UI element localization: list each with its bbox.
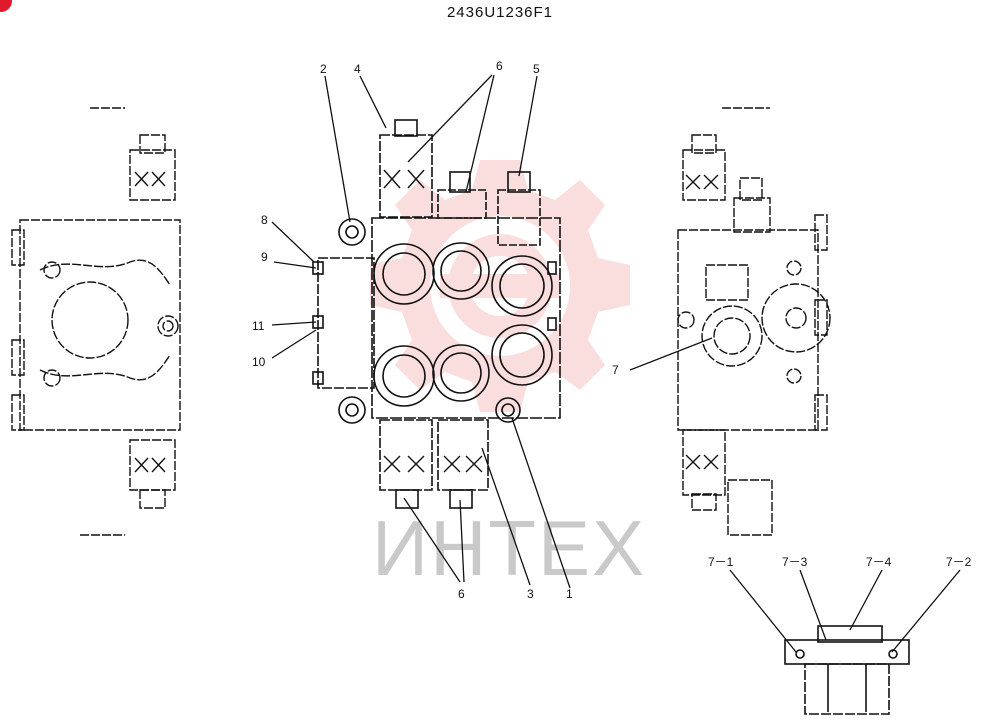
callout-7-3: 7－3 (782, 555, 808, 569)
callout-2: 2 (320, 62, 327, 76)
callout-labels: 2 4 6 5 8 9 11 10 7 6 3 1 7－1 7－3 7－4 7－… (252, 59, 972, 601)
callout-9: 9 (261, 250, 268, 264)
callout-3: 3 (527, 587, 534, 601)
callout-7-1: 7－1 (708, 555, 734, 569)
callout-11: 11 (252, 319, 265, 333)
callout-6-bottom: 6 (458, 587, 465, 601)
left-side-view (11, 107, 181, 536)
valve-body-front-view (312, 119, 561, 509)
right-side-view (677, 107, 831, 536)
watermark-text: ИНТЕХ (372, 504, 646, 592)
callout-5: 5 (533, 62, 540, 76)
right-side-x-marks (685, 174, 719, 470)
leader-lines (271, 74, 961, 653)
callout-6-top: 6 (496, 59, 503, 73)
plug-detail-7 (784, 625, 910, 715)
callout-1: 1 (566, 587, 573, 601)
callout-4: 4 (354, 62, 361, 76)
front-view-x-marks (383, 169, 483, 473)
callout-8: 8 (261, 213, 268, 227)
drawing-number: 2436U1236F1 (446, 4, 554, 21)
left-side-x-marks (134, 171, 166, 473)
callout-7-4: 7－4 (866, 555, 892, 569)
callout-10: 10 (252, 355, 266, 369)
callout-7: 7 (612, 363, 619, 377)
callout-7-2: 7－2 (946, 555, 972, 569)
